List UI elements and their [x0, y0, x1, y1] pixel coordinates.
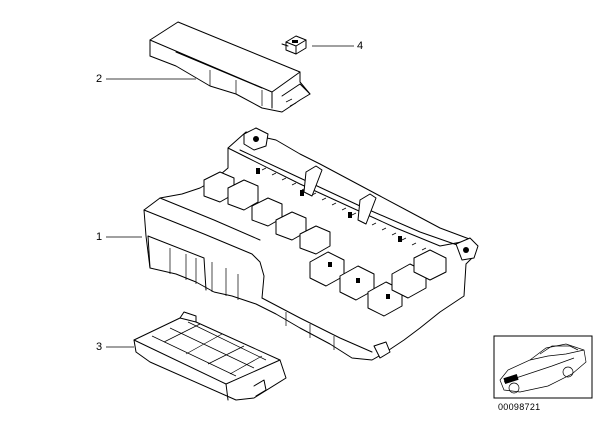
leader-lines [106, 45, 354, 348]
part-2-cover [149, 21, 311, 113]
diagram-code: 00098721 [498, 402, 541, 412]
part-4-clip [281, 35, 307, 55]
part-3-tray [133, 311, 287, 401]
callout-4: 4 [357, 40, 364, 52]
callout-3: 3 [96, 341, 103, 353]
callout-2: 2 [96, 73, 103, 85]
vehicle-inset [493, 335, 593, 399]
callout-1: 1 [96, 231, 103, 243]
part-1-fuse-box [143, 127, 479, 361]
